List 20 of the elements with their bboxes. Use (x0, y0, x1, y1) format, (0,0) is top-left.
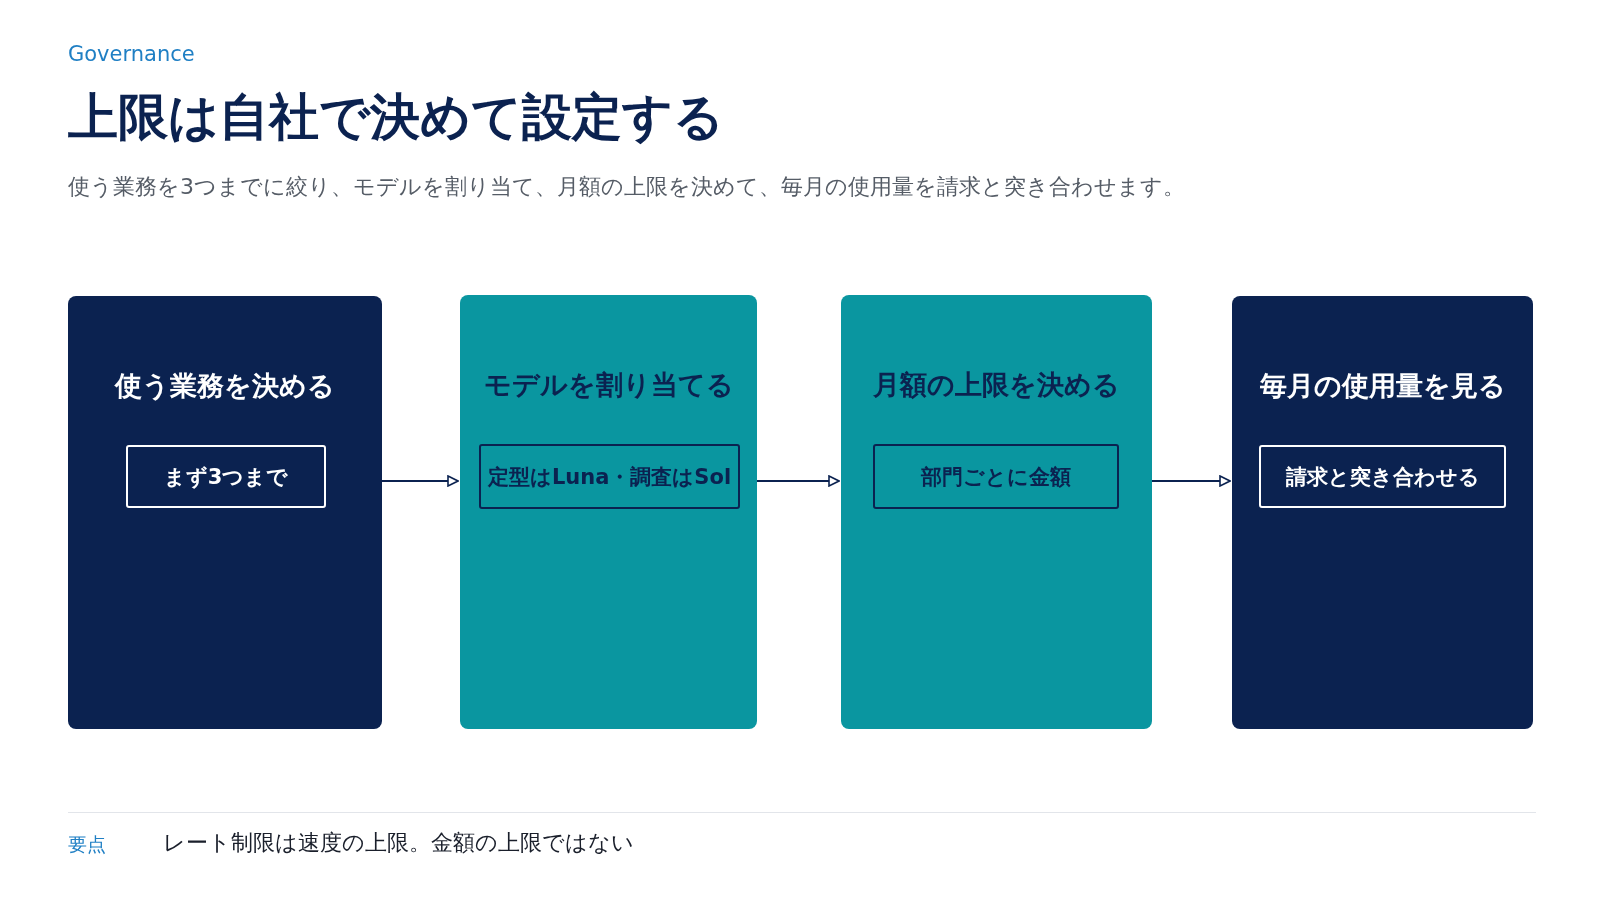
step-detail-box: 部門ごとに金額 (873, 444, 1119, 509)
key-point-text: レート制限は速度の上限。金額の上限ではない (163, 829, 634, 857)
arrow (756, 475, 840, 487)
step-card (460, 295, 757, 729)
step-detail-box: 定型はLuna・調査はSol (479, 444, 740, 509)
step-card (841, 295, 1152, 729)
step-heading: 使う業務を決める (113, 369, 336, 403)
section-label: Governance (68, 42, 195, 66)
arrow (381, 475, 459, 487)
step-card (68, 296, 382, 729)
step-detail-box: 請求と突き合わせる (1259, 445, 1506, 508)
arrow (1151, 475, 1231, 487)
title: 上限は自社で決めて設定する (68, 87, 724, 148)
step-card (1232, 296, 1533, 729)
step-heading: 月額の上限を決める (872, 368, 1121, 402)
step-detail-box: まず3つまで (126, 445, 326, 508)
subtitle: 使う業務を3つまでに絞り、モデルを割り当て、月額の上限を決めて、毎月の使用量を請求と突き合わせます。 (68, 173, 1185, 201)
key-point-label: 要点 (68, 832, 106, 857)
step-heading: 毎月の使用量を見る (1258, 369, 1507, 403)
step-heading: モデルを割り当てる (482, 368, 735, 402)
